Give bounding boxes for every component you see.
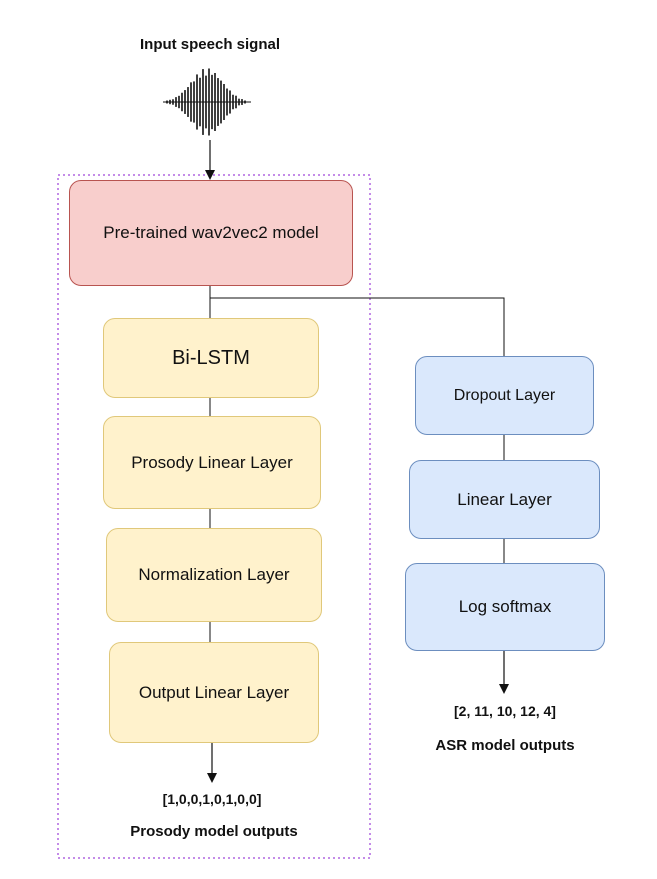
bilstm-label: Bi-LSTM [172,346,250,369]
bilstm-node: Bi-LSTM [103,318,319,398]
wav2vec2-label: Pre-trained wav2vec2 model [103,223,319,242]
dropout-node: Dropout Layer [415,356,594,435]
prosody-output-values: [1,0,0,1,0,1,0,0] [162,791,262,807]
linear-label: Linear Layer [457,489,552,509]
log-softmax-node: Log softmax [405,563,605,651]
prosody-output-label: Prosody model outputs [130,823,298,840]
normalization-label: Normalization Layer [138,565,290,584]
input-label: Input speech signal [139,36,281,53]
log-softmax-label: Log softmax [458,597,552,616]
output-linear-node: Output Linear Layer [109,642,319,743]
dropout-label: Dropout Layer [453,386,556,404]
prosody-linear-node: Prosody Linear Layer [103,416,321,509]
linear-node: Linear Layer [409,460,600,539]
waveform-icon [163,68,251,136]
asr-output-values: [2, 11, 10, 12, 4] [454,703,556,719]
asr-output-label: ASR model outputs [435,737,575,754]
wav2vec2-node: Pre-trained wav2vec2 model [69,180,353,286]
output-linear-label: Output Linear Layer [138,682,290,702]
prosody-linear-label: Prosody Linear Layer [131,452,293,472]
normalization-node: Normalization Layer [106,528,322,622]
connector-wav2vec2-dropout [210,297,505,356]
